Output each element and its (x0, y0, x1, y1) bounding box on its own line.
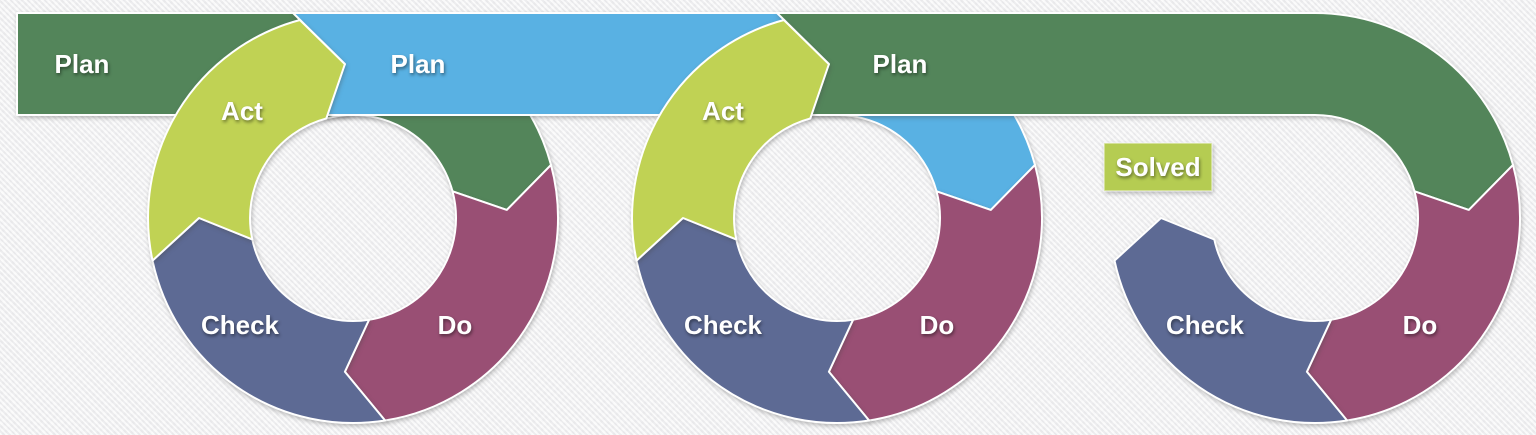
plan-bar-2-label: Plan (391, 49, 446, 79)
solved-badge-label: Solved (1115, 152, 1200, 182)
cycle-2-do-label: Do (920, 310, 955, 340)
cycle-1-check-label: Check (201, 310, 280, 340)
cycle-3-check-segment (1113, 217, 1349, 425)
solved-badge (1103, 142, 1213, 192)
plan-bar-3 (776, 12, 1514, 211)
cycle-3-do-label: Do (1403, 310, 1438, 340)
cycle-2-act-segment (631, 19, 830, 262)
cycle-1-check-segment (151, 217, 387, 425)
cycle-3-check-label: Check (1166, 310, 1245, 340)
cycle-2-do-segment (827, 163, 1043, 422)
cycle-2-check-label: Check (684, 310, 763, 340)
cycle-1-act-segment (147, 19, 346, 262)
cycle-1-do-segment (343, 163, 559, 422)
plan-bar-3-label: Plan (873, 49, 928, 79)
plan-bar-1-label: Plan (55, 49, 110, 79)
cycle-1-act-label: Act (221, 96, 263, 126)
cycle-1-do-label: Do (438, 310, 473, 340)
cycle-2-act-label: Act (702, 96, 744, 126)
cycle-2-check-segment (635, 217, 871, 425)
shapes-layer (16, 12, 1521, 425)
cycle-3-do-segment (1305, 163, 1521, 422)
